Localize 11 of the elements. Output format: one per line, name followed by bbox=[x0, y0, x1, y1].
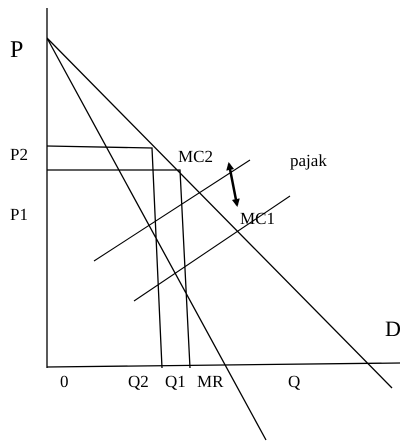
axis-label: P bbox=[10, 38, 24, 62]
axis-label: Q bbox=[288, 373, 300, 390]
tax-label: pajak bbox=[290, 152, 327, 169]
price-label: P2 bbox=[10, 146, 28, 163]
quantity-label: Q2 bbox=[128, 373, 149, 390]
curve-label: D bbox=[385, 318, 401, 340]
curve-label: MC2 bbox=[178, 148, 213, 165]
price-label: P1 bbox=[10, 206, 28, 223]
origin-label: 0 bbox=[60, 373, 68, 390]
quantity-label: Q1 bbox=[165, 373, 186, 390]
curve-label: MR bbox=[197, 373, 224, 390]
